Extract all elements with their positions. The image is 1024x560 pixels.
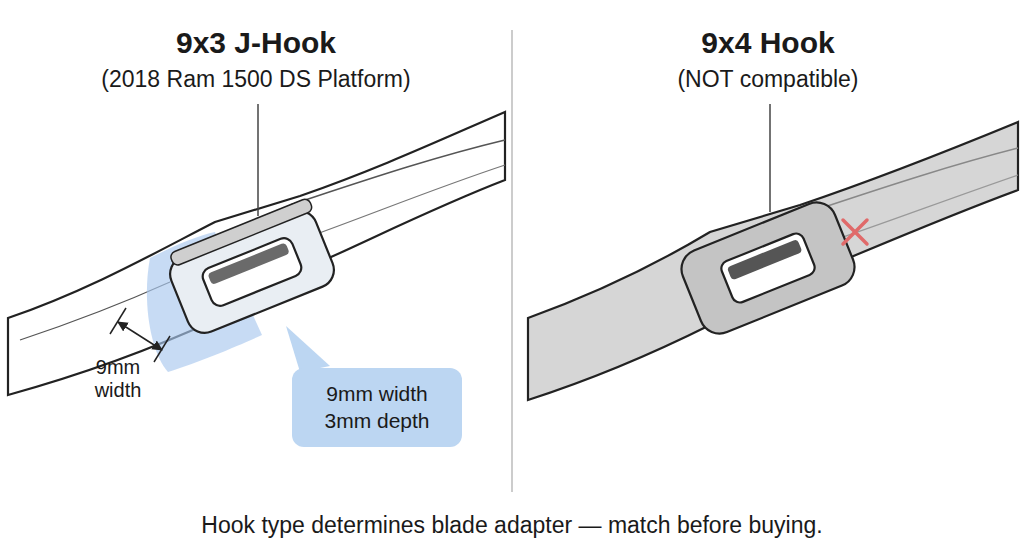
hook-9x4 <box>675 196 860 339</box>
callout-text: 9mm width 3mm depth <box>318 380 436 435</box>
panel-divider <box>511 30 513 492</box>
panel-subtitle: (2018 Ram 1500 DS Platform) <box>101 66 410 92</box>
j-hook-9x3 <box>162 198 341 339</box>
wiper-arm-left <box>8 112 505 395</box>
callout-box: 9mm width 3mm depth <box>292 368 462 447</box>
panel-subtitle: (NOT compatible) <box>677 66 858 92</box>
width-dimension <box>110 308 170 362</box>
panel-title: 9x4 Hook <box>701 26 834 61</box>
leader-line <box>769 104 771 212</box>
dimension-label: 9mm width <box>78 356 158 402</box>
callout-tail <box>286 326 330 372</box>
wiper-arm-right <box>528 122 1018 400</box>
caption: Hook type determines blade adapter — mat… <box>201 512 822 539</box>
incompatible-x <box>843 220 867 244</box>
leader-line <box>257 104 259 216</box>
panel-title: 9x3 J-Hook <box>176 26 336 61</box>
